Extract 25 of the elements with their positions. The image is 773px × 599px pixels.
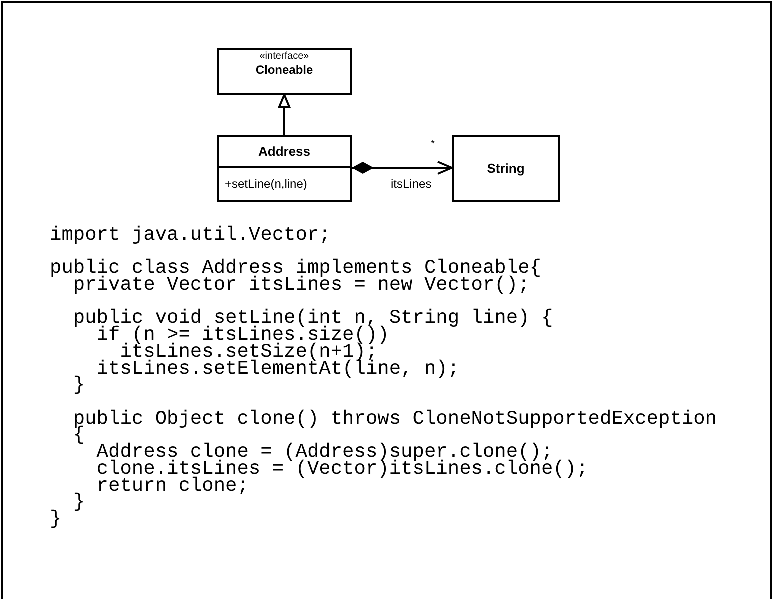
realization-arrow — [278, 94, 290, 135]
composition-arrow — [352, 161, 453, 175]
interface-box — [217, 48, 352, 95]
edge-label: itsLines — [391, 177, 432, 191]
class-box — [217, 135, 352, 202]
code-line: public Object clone() throws CloneNotSupportedException — [72, 410, 718, 428]
code-line: itsLines.setElementAt(line, n); — [96, 360, 460, 378]
class-box — [452, 135, 560, 202]
interface-name: Cloneable — [256, 63, 314, 77]
operation-text: +setLine(n,line) — [225, 176, 308, 193]
code-line: return clone; — [96, 478, 249, 494]
code-line: itsLines.setSize(n+1); — [120, 344, 378, 361]
code-line: private Vector itsLines = new Vector(); — [73, 277, 530, 294]
stereotype-text: «interface» — [260, 51, 310, 63]
class-name: String — [487, 160, 525, 178]
code-line: clone.itsLines = (Vector)itsLines.clone(); — [96, 460, 588, 478]
code-line: } — [50, 510, 62, 528]
code-line: Address clone = (Address)super.clone(); — [96, 444, 554, 461]
class-name: Address — [258, 142, 311, 161]
code-line: if (n >= itsLines.size()) — [96, 327, 390, 344]
code-line: import java.util.Vector; — [50, 227, 331, 244]
code-line: } — [72, 494, 86, 511]
code-line: { — [72, 427, 86, 444]
code-line: } — [72, 377, 86, 394]
multiplicity-label: * — [431, 140, 435, 150]
